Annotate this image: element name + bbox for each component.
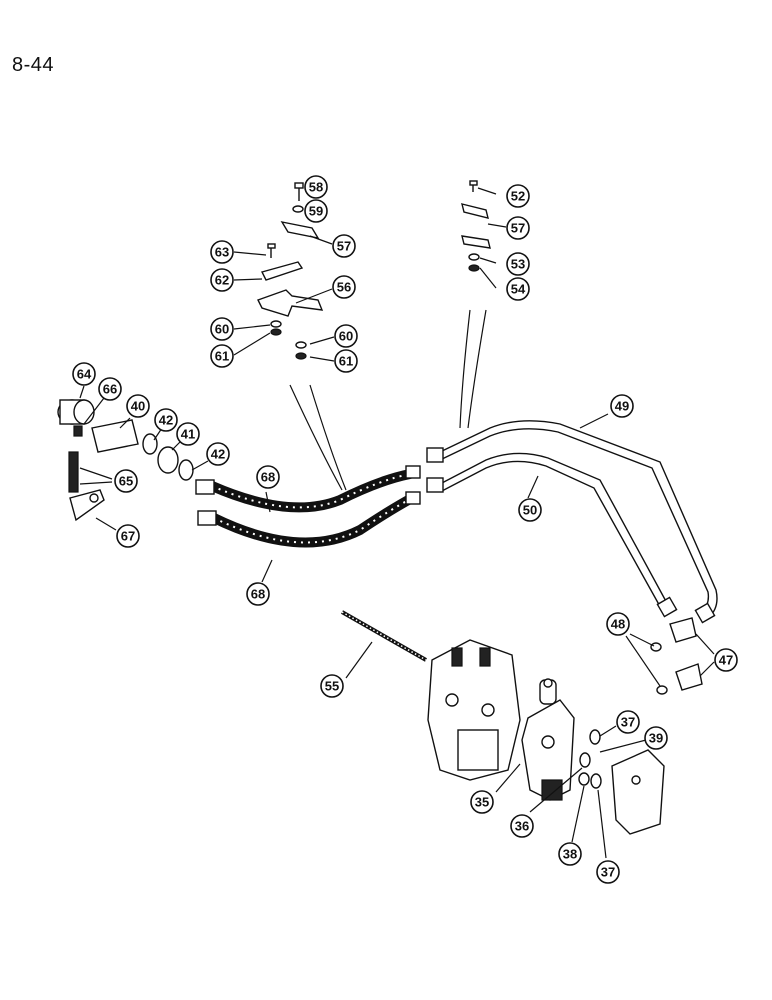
svg-text:58: 58 <box>309 180 323 195</box>
svg-text:57: 57 <box>511 221 525 236</box>
callout-57: 57 <box>506 216 530 240</box>
svg-text:68: 68 <box>261 470 275 485</box>
callout-37: 37 <box>616 710 640 734</box>
tie-stud <box>341 610 427 662</box>
callout-41: 41 <box>176 422 200 446</box>
svg-text:37: 37 <box>601 865 615 880</box>
callout-57: 57 <box>332 234 356 258</box>
svg-text:55: 55 <box>325 679 339 694</box>
elbow-fittings <box>650 617 703 695</box>
callout-36: 36 <box>510 814 534 838</box>
callout-50: 50 <box>518 498 542 522</box>
leader-lines <box>79 186 715 859</box>
callout-55: 55 <box>320 674 344 698</box>
svg-text:64: 64 <box>77 367 92 382</box>
callout-42: 42 <box>206 442 230 466</box>
svg-text:57: 57 <box>337 239 351 254</box>
svg-text:63: 63 <box>215 245 229 260</box>
callout-52: 52 <box>506 184 530 208</box>
svg-text:49: 49 <box>615 399 629 414</box>
svg-text:52: 52 <box>511 189 525 204</box>
svg-text:36: 36 <box>515 819 529 834</box>
svg-text:48: 48 <box>611 617 625 632</box>
callout-66: 66 <box>98 377 122 401</box>
callout-56: 56 <box>332 275 356 299</box>
callout-42: 42 <box>154 408 178 432</box>
steel-tubes <box>426 420 718 624</box>
svg-text:60: 60 <box>339 329 353 344</box>
svg-text:60: 60 <box>215 322 229 337</box>
svg-text:66: 66 <box>103 382 117 397</box>
svg-text:35: 35 <box>475 795 489 810</box>
svg-text:47: 47 <box>719 653 733 668</box>
svg-text:42: 42 <box>211 447 225 462</box>
callout-53: 53 <box>506 252 530 276</box>
callout-48: 48 <box>606 612 630 636</box>
svg-text:62: 62 <box>215 273 229 288</box>
svg-text:67: 67 <box>121 529 135 544</box>
clamp-assembly-right <box>459 180 491 429</box>
hydraulic-hoses <box>195 465 421 548</box>
control-valve-assembly <box>427 639 575 801</box>
callout-49: 49 <box>610 394 634 418</box>
svg-text:54: 54 <box>511 282 526 297</box>
svg-text:59: 59 <box>309 204 323 219</box>
svg-text:50: 50 <box>523 503 537 518</box>
callout-58: 58 <box>304 175 328 199</box>
clamp-assembly-center <box>257 182 347 491</box>
callout-60: 60 <box>334 324 358 348</box>
svg-text:53: 53 <box>511 257 525 272</box>
svg-text:39: 39 <box>649 731 663 746</box>
callout-59: 59 <box>304 199 328 223</box>
callout-39: 39 <box>644 726 668 750</box>
seals-and-end-cover <box>578 729 665 835</box>
callout-68: 68 <box>246 582 270 606</box>
callout-54: 54 <box>506 277 530 301</box>
svg-text:61: 61 <box>215 349 229 364</box>
svg-text:61: 61 <box>339 354 353 369</box>
callout-67: 67 <box>116 524 140 548</box>
svg-text:38: 38 <box>563 847 577 862</box>
svg-text:40: 40 <box>131 399 145 414</box>
svg-text:68: 68 <box>251 587 265 602</box>
callout-63: 63 <box>210 240 234 264</box>
callout-68: 68 <box>256 465 280 489</box>
svg-text:65: 65 <box>119 474 133 489</box>
callout-35: 35 <box>470 790 494 814</box>
callout-38: 38 <box>558 842 582 866</box>
svg-text:41: 41 <box>181 427 195 442</box>
callout-65: 65 <box>114 469 138 493</box>
callout-62: 62 <box>210 268 234 292</box>
callout-60: 60 <box>210 317 234 341</box>
callout-64: 64 <box>72 362 96 386</box>
callout-40: 40 <box>126 394 150 418</box>
page-number: 8-44 <box>12 54 55 76</box>
callout-37: 37 <box>596 860 620 884</box>
callout-47: 47 <box>714 648 738 672</box>
svg-text:37: 37 <box>621 715 635 730</box>
svg-text:42: 42 <box>159 413 173 428</box>
svg-text:56: 56 <box>337 280 351 295</box>
callout-61: 61 <box>334 349 358 373</box>
callout-61: 61 <box>210 344 234 368</box>
